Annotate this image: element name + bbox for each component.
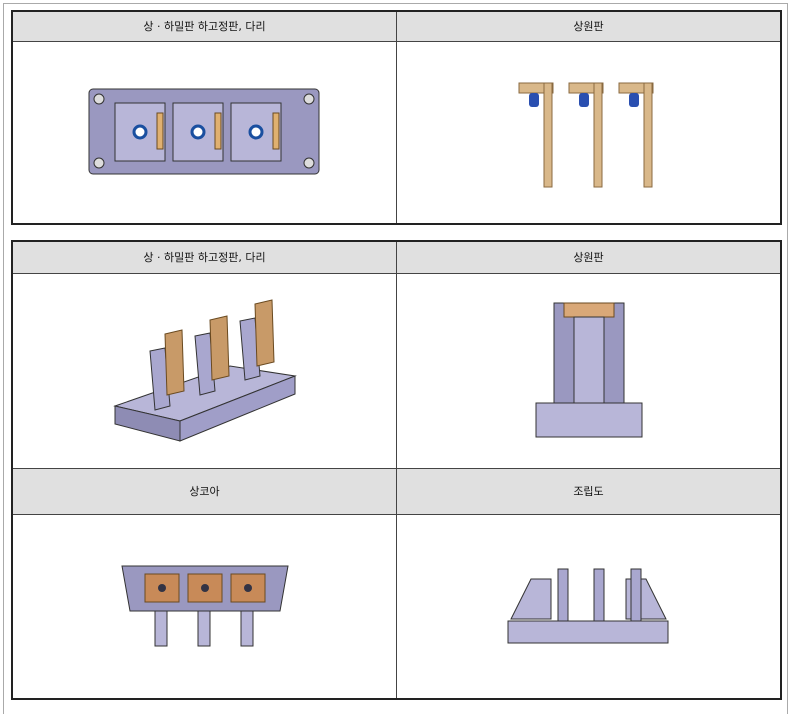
header-upper-plate: 상원판 [396, 10, 782, 42]
parts-table-2: 상 · 하밀판 하고정판, 다리 상원판 [11, 240, 782, 700]
cell-plates-top-view [11, 40, 397, 225]
upper-plate-image [518, 82, 653, 188]
upper-core-image [120, 565, 289, 647]
assembly-image [507, 568, 669, 644]
header-upper-core: 상코아 [11, 467, 397, 515]
parts-table-1: 상 · 하밀판 하고정판, 다리 상원판 [11, 10, 782, 225]
plates-iso-image [112, 298, 297, 442]
cell-upper-plate-side-view [396, 272, 782, 469]
header-assembly: 조립도 [396, 467, 782, 515]
plates-top-view-image [88, 88, 319, 175]
cell-upper-plate-view [396, 40, 782, 225]
cell-plates-iso-view [11, 272, 397, 469]
header-upper-plate-side: 상원판 [396, 240, 782, 274]
header-plates-legs-iso: 상 · 하밀판 하고정판, 다리 [11, 240, 397, 274]
page-frame [3, 3, 788, 714]
header-plates-legs: 상 · 하밀판 하고정판, 다리 [11, 10, 397, 42]
upper-plate-side-image [535, 302, 642, 437]
cell-assembly-view [396, 513, 782, 700]
cell-upper-core-view [11, 513, 397, 700]
